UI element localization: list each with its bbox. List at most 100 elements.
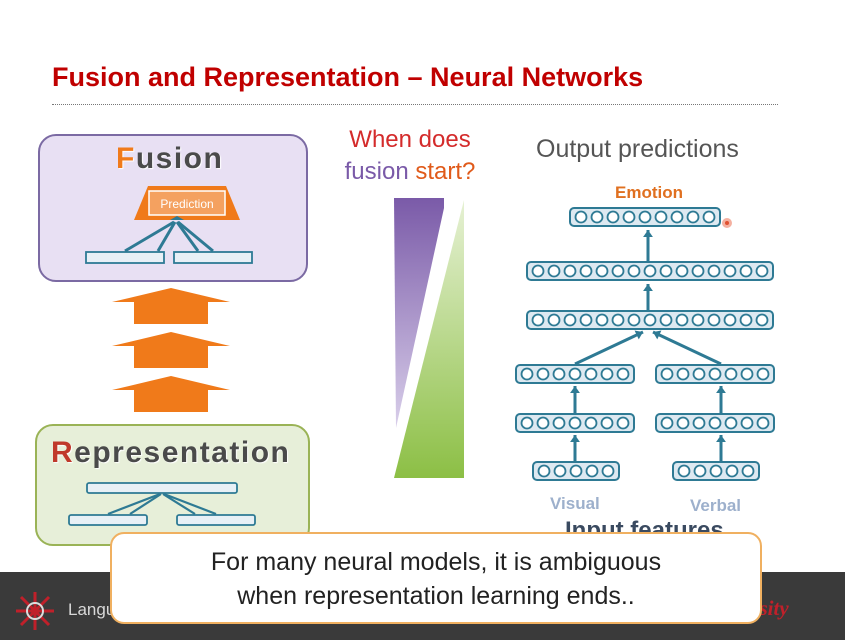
verbal-layer-2-neuron — [708, 367, 722, 381]
hidden-layer-2-neuron — [531, 264, 545, 278]
verbal-input-layer-neuron — [741, 464, 755, 478]
hidden-layer-1-neuron — [643, 313, 657, 327]
arrow-verb-merge-head — [653, 330, 662, 340]
caption-line-2: when representation learning ends.. — [237, 582, 635, 610]
hidden-layer-1-neuron — [659, 313, 673, 327]
verbal-layer-1-neuron — [708, 416, 722, 430]
hidden-layer-1-neuron — [579, 313, 593, 327]
footer-left-text: Langu — [68, 600, 116, 619]
output-layer-neuron — [590, 210, 604, 224]
hidden-layer-1-neuron — [707, 313, 721, 327]
hidden-layer-2-neuron — [563, 264, 577, 278]
question-line-2: fusion start? — [330, 157, 490, 187]
visual-input-layer-neuron — [569, 464, 583, 478]
hidden-layer-2-neuron — [579, 264, 593, 278]
fusion-heading: Fusion — [116, 142, 223, 176]
hidden-layer-1-neuron — [675, 313, 689, 327]
fusion-first-letter: F — [116, 142, 136, 175]
caption-box: For many neural models, it is ambiguous … — [110, 532, 762, 624]
visual-layer-1-neuron — [600, 416, 614, 430]
verbal-layer-1-neuron — [740, 416, 754, 430]
hidden-layer-1-neuron — [755, 313, 769, 327]
verbal-layer-1-neuron — [676, 416, 690, 430]
representation-rest: epresentation — [74, 436, 291, 469]
arrow-verb-merge — [652, 330, 722, 366]
hidden-layer-2-neuron — [675, 264, 689, 278]
emotion-label: Emotion — [615, 183, 683, 202]
purple-wedge — [394, 198, 444, 428]
hidden-layer-1-neuron — [531, 313, 545, 327]
visual-layer-1-neuron — [520, 416, 534, 430]
hidden-layer-2-neuron — [707, 264, 721, 278]
visual-layer-2-neuron — [520, 367, 534, 381]
arrow-vis-merge-head — [634, 330, 643, 340]
neural-network-diagram — [515, 207, 775, 481]
hidden-layer-1-neuron — [627, 313, 641, 327]
visual-label: Visual — [550, 494, 600, 513]
hidden-layer-2-neuron — [739, 264, 753, 278]
verbal-label: Verbal — [690, 496, 742, 515]
hidden-layer-1-neuron — [563, 313, 577, 327]
verbal-input-layer-neuron — [677, 464, 691, 478]
visual-input-layer-neuron — [601, 464, 615, 478]
output-layer-neuron — [622, 210, 636, 224]
hidden-layer-2-neuron — [643, 264, 657, 278]
timing-wedges — [394, 198, 464, 478]
hidden-layer-2-neuron — [755, 264, 769, 278]
output-layer-neuron — [654, 210, 668, 224]
fusion-input-right — [173, 251, 253, 264]
output-layer-neuron — [670, 210, 684, 224]
verbal-input-layer-neuron — [693, 464, 707, 478]
output-layer-neuron — [638, 210, 652, 224]
output-layer-neuron — [686, 210, 700, 224]
verbal-layer-1-neuron — [724, 416, 738, 430]
title-divider — [52, 104, 778, 105]
visual-layer-2-neuron — [552, 367, 566, 381]
visual-layer-1-neuron — [584, 416, 598, 430]
representation-box: Representation — [35, 424, 310, 546]
repr-right-layer — [176, 514, 256, 526]
verbal-layer-2-neuron — [756, 367, 770, 381]
verbal-layer-2-neuron — [692, 367, 706, 381]
verbal-layer-1-neuron — [660, 416, 674, 430]
visual-layer-2-neuron — [536, 367, 550, 381]
verbal-layer-2-neuron — [724, 367, 738, 381]
output-layer-neuron — [702, 210, 716, 224]
fusion-box: Fusion Prediction — [38, 134, 308, 282]
hidden-layer-2-neuron — [659, 264, 673, 278]
visual-layer-2-neuron — [584, 367, 598, 381]
hidden-layer-1-neuron — [547, 313, 561, 327]
repr-left-layer — [68, 514, 148, 526]
verbal-input-layer-neuron — [709, 464, 723, 478]
verbal-input-layer-neuron — [725, 464, 739, 478]
visual-input-layer-neuron — [553, 464, 567, 478]
representation-first-letter: R — [51, 436, 75, 469]
prediction-inner — [148, 190, 226, 216]
visual-layer-1-neuron — [536, 416, 550, 430]
slide-title: Fusion and Representation – Neural Netwo… — [52, 62, 644, 92]
arrow-up-1 — [112, 288, 230, 324]
arrow-verb-in-1-head — [716, 435, 726, 442]
representation-heading: Representation — [51, 436, 290, 470]
hidden-layer-2-neuron — [627, 264, 641, 278]
arrow-h2-out-head — [643, 230, 653, 237]
prediction-label: Prediction — [160, 197, 213, 211]
visual-layer-1-neuron — [616, 416, 630, 430]
visual-input-layer-neuron — [585, 464, 599, 478]
hidden-layer-2-neuron — [547, 264, 561, 278]
hidden-layer-1-neuron — [611, 313, 625, 327]
visual-layer-2-neuron — [616, 367, 630, 381]
arrow-vis-1-2-head — [570, 386, 580, 393]
output-title: Output predictions — [536, 135, 739, 163]
arrow-up-2 — [112, 332, 230, 368]
arrow-vis-merge — [574, 330, 644, 366]
verbal-layer-2-neuron — [676, 367, 690, 381]
hidden-layer-1-neuron — [739, 313, 753, 327]
verbal-layer-2-neuron — [660, 367, 674, 381]
hidden-layer-1-neuron — [723, 313, 737, 327]
question-start: start? — [408, 158, 476, 185]
question-line-1: When does — [349, 126, 471, 153]
green-wedge — [394, 200, 464, 478]
visual-input-layer-neuron — [537, 464, 551, 478]
visual-layer-1-neuron — [552, 416, 566, 430]
